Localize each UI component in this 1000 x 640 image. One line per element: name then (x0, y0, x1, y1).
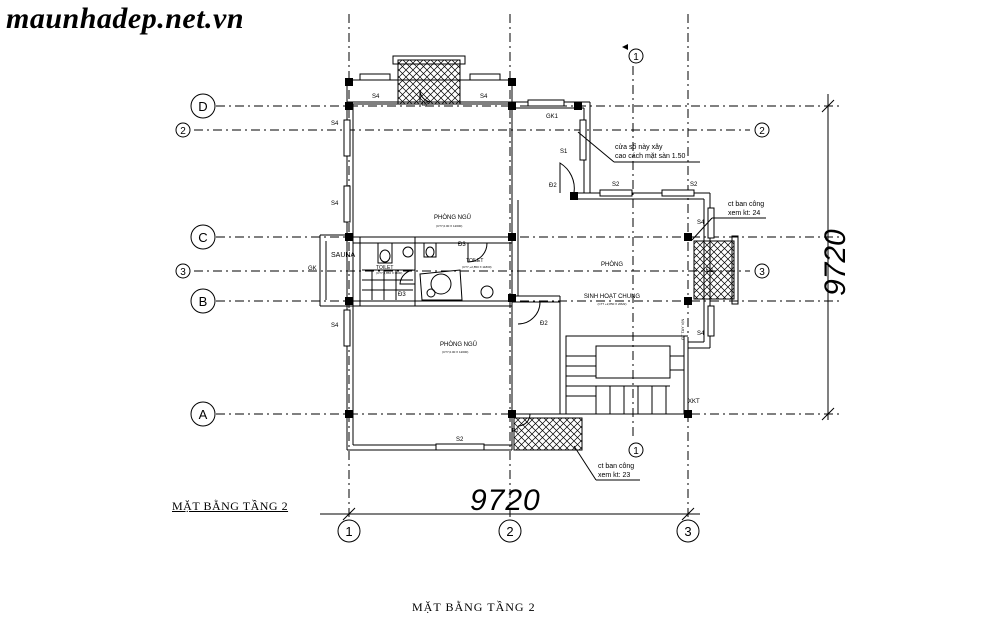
dimension-vertical (821, 94, 835, 421)
note-window-line2: cao cách mặt sàn 1.50 (615, 153, 686, 160)
tag-door-d3: Đ3 (398, 292, 406, 298)
room-toilet2-area: (CT7,+2,850 X 11800) (462, 265, 492, 269)
room-living-label-2: SINH HOẠT CHUNG (584, 294, 641, 300)
grid-bubble-d: D (190, 93, 216, 119)
room-toilet1-area: (CT7,3,850 X 3600) (376, 271, 402, 275)
svg-text:1: 1 (633, 52, 639, 63)
svg-text:A: A (199, 407, 208, 422)
svg-text:1: 1 (633, 446, 639, 457)
tag-gk: GK (308, 266, 317, 272)
tag-s4: S4 (372, 94, 380, 100)
tag-door-d3: Đ3 (512, 428, 519, 434)
svg-text:C: C (198, 230, 207, 245)
svg-text:2: 2 (506, 524, 513, 539)
grid-bubble-col-1: 1 (337, 519, 361, 543)
svg-text:2: 2 (180, 126, 186, 137)
leader-window-note (577, 131, 615, 163)
tag-door-d3: Đ3 (458, 242, 466, 248)
room-bedroom-top-area: (CT7,0.00 X 12000) (436, 224, 462, 228)
tag-s4: S4 (697, 331, 705, 337)
note-window-line1: cửa sổ này xây (615, 143, 663, 151)
room-bedroom-bottom-label: PHÒNG NGỦ (440, 341, 477, 348)
balcony-top (392, 55, 466, 105)
balcony-right (693, 235, 739, 305)
watermark-text: maunhadep.net.vn (6, 2, 245, 35)
grid-bubble-2-left: 2 (175, 122, 191, 138)
balcony-bottom (513, 417, 583, 451)
svg-text:B: B (199, 294, 208, 309)
grid-bubble-col-3: 3 (676, 519, 700, 543)
tag-s2: S2 (690, 182, 698, 188)
room-sauna-label: SAUNA (331, 252, 355, 259)
grid-bubble-c: C (190, 224, 216, 250)
tag-xkt: XKT (688, 399, 700, 405)
plan-caption: MẶT BẰNG TẦNG 2 (412, 600, 536, 614)
tag-door-d2: Đ2 (549, 183, 557, 189)
windows (343, 73, 715, 451)
svg-text:1: 1 (345, 524, 352, 539)
grid-bubble-a: A (190, 401, 216, 427)
note-balcony-bottom-line1: ct ban công (598, 463, 634, 470)
note-balcony-bottom-line2: xem kt: 23 (598, 472, 630, 479)
tag-s4: S4 (697, 220, 705, 226)
room-living-area: (CT7 +2,850 X 20M2) (598, 302, 627, 306)
tag-s4: S4 (331, 121, 339, 127)
svg-text:3: 3 (759, 267, 765, 278)
leader-balcony-bottom (573, 445, 597, 481)
dimension-vertical-label: 9720 (819, 229, 852, 296)
room-bedroom-top-label: PHÒNG NGỦ (434, 214, 471, 221)
tag-gk1: GK1 (546, 114, 559, 120)
tag-door-d1: Đ1 (706, 268, 714, 274)
svg-text:3: 3 (684, 524, 691, 539)
staircase (565, 335, 685, 415)
room-living-label-1: PHÒNG (601, 261, 623, 268)
room-bedroom-bottom-area: (CT7,0.00 X 12000) (442, 350, 468, 354)
leader-balcony-right-diag (691, 217, 713, 241)
tag-door-d2: Đ2 (540, 321, 548, 327)
toilet-fixtures (362, 242, 494, 301)
tag-s4: S4 (331, 201, 339, 207)
tag-s1: S1 (560, 149, 568, 155)
plan-label: MẶT BẰNG TẦNG 2 (172, 499, 289, 513)
note-balcony-right-line1: ct ban công (728, 201, 764, 208)
grid-bubble-2-right: 2 (754, 122, 770, 138)
svg-text:D: D (198, 99, 207, 114)
tag-s4: S4 (480, 94, 488, 100)
tag-stair-note: GT TAY VỊN (680, 318, 685, 340)
svg-text:2: 2 (759, 126, 765, 137)
svg-text:3: 3 (180, 267, 186, 278)
grid-bubble-col-2: 2 (498, 519, 522, 543)
dimension-horizontal-label: 9720 (470, 484, 541, 517)
grid-bubble-3-left: 3 (175, 263, 191, 279)
tag-s2: S2 (612, 182, 620, 188)
tag-s2: S2 (456, 437, 464, 443)
room-toilet1-label: TOILET (376, 265, 393, 271)
structural-columns (345, 78, 692, 418)
section-marker-top: 1 (622, 44, 644, 64)
section-marker-bottom: 1 (628, 442, 644, 458)
door-swings (399, 89, 575, 427)
room-toilet2-label: TOILET (466, 258, 483, 264)
dimension-horizontal (320, 507, 700, 521)
tag-door-d2: Đ2 (422, 102, 429, 108)
grid-bubble-b: B (190, 288, 216, 314)
note-balcony-right-line2: xem kt: 24 (728, 210, 760, 217)
tag-s4: S4 (331, 323, 339, 329)
grid-bubble-3-right: 3 (754, 263, 770, 279)
